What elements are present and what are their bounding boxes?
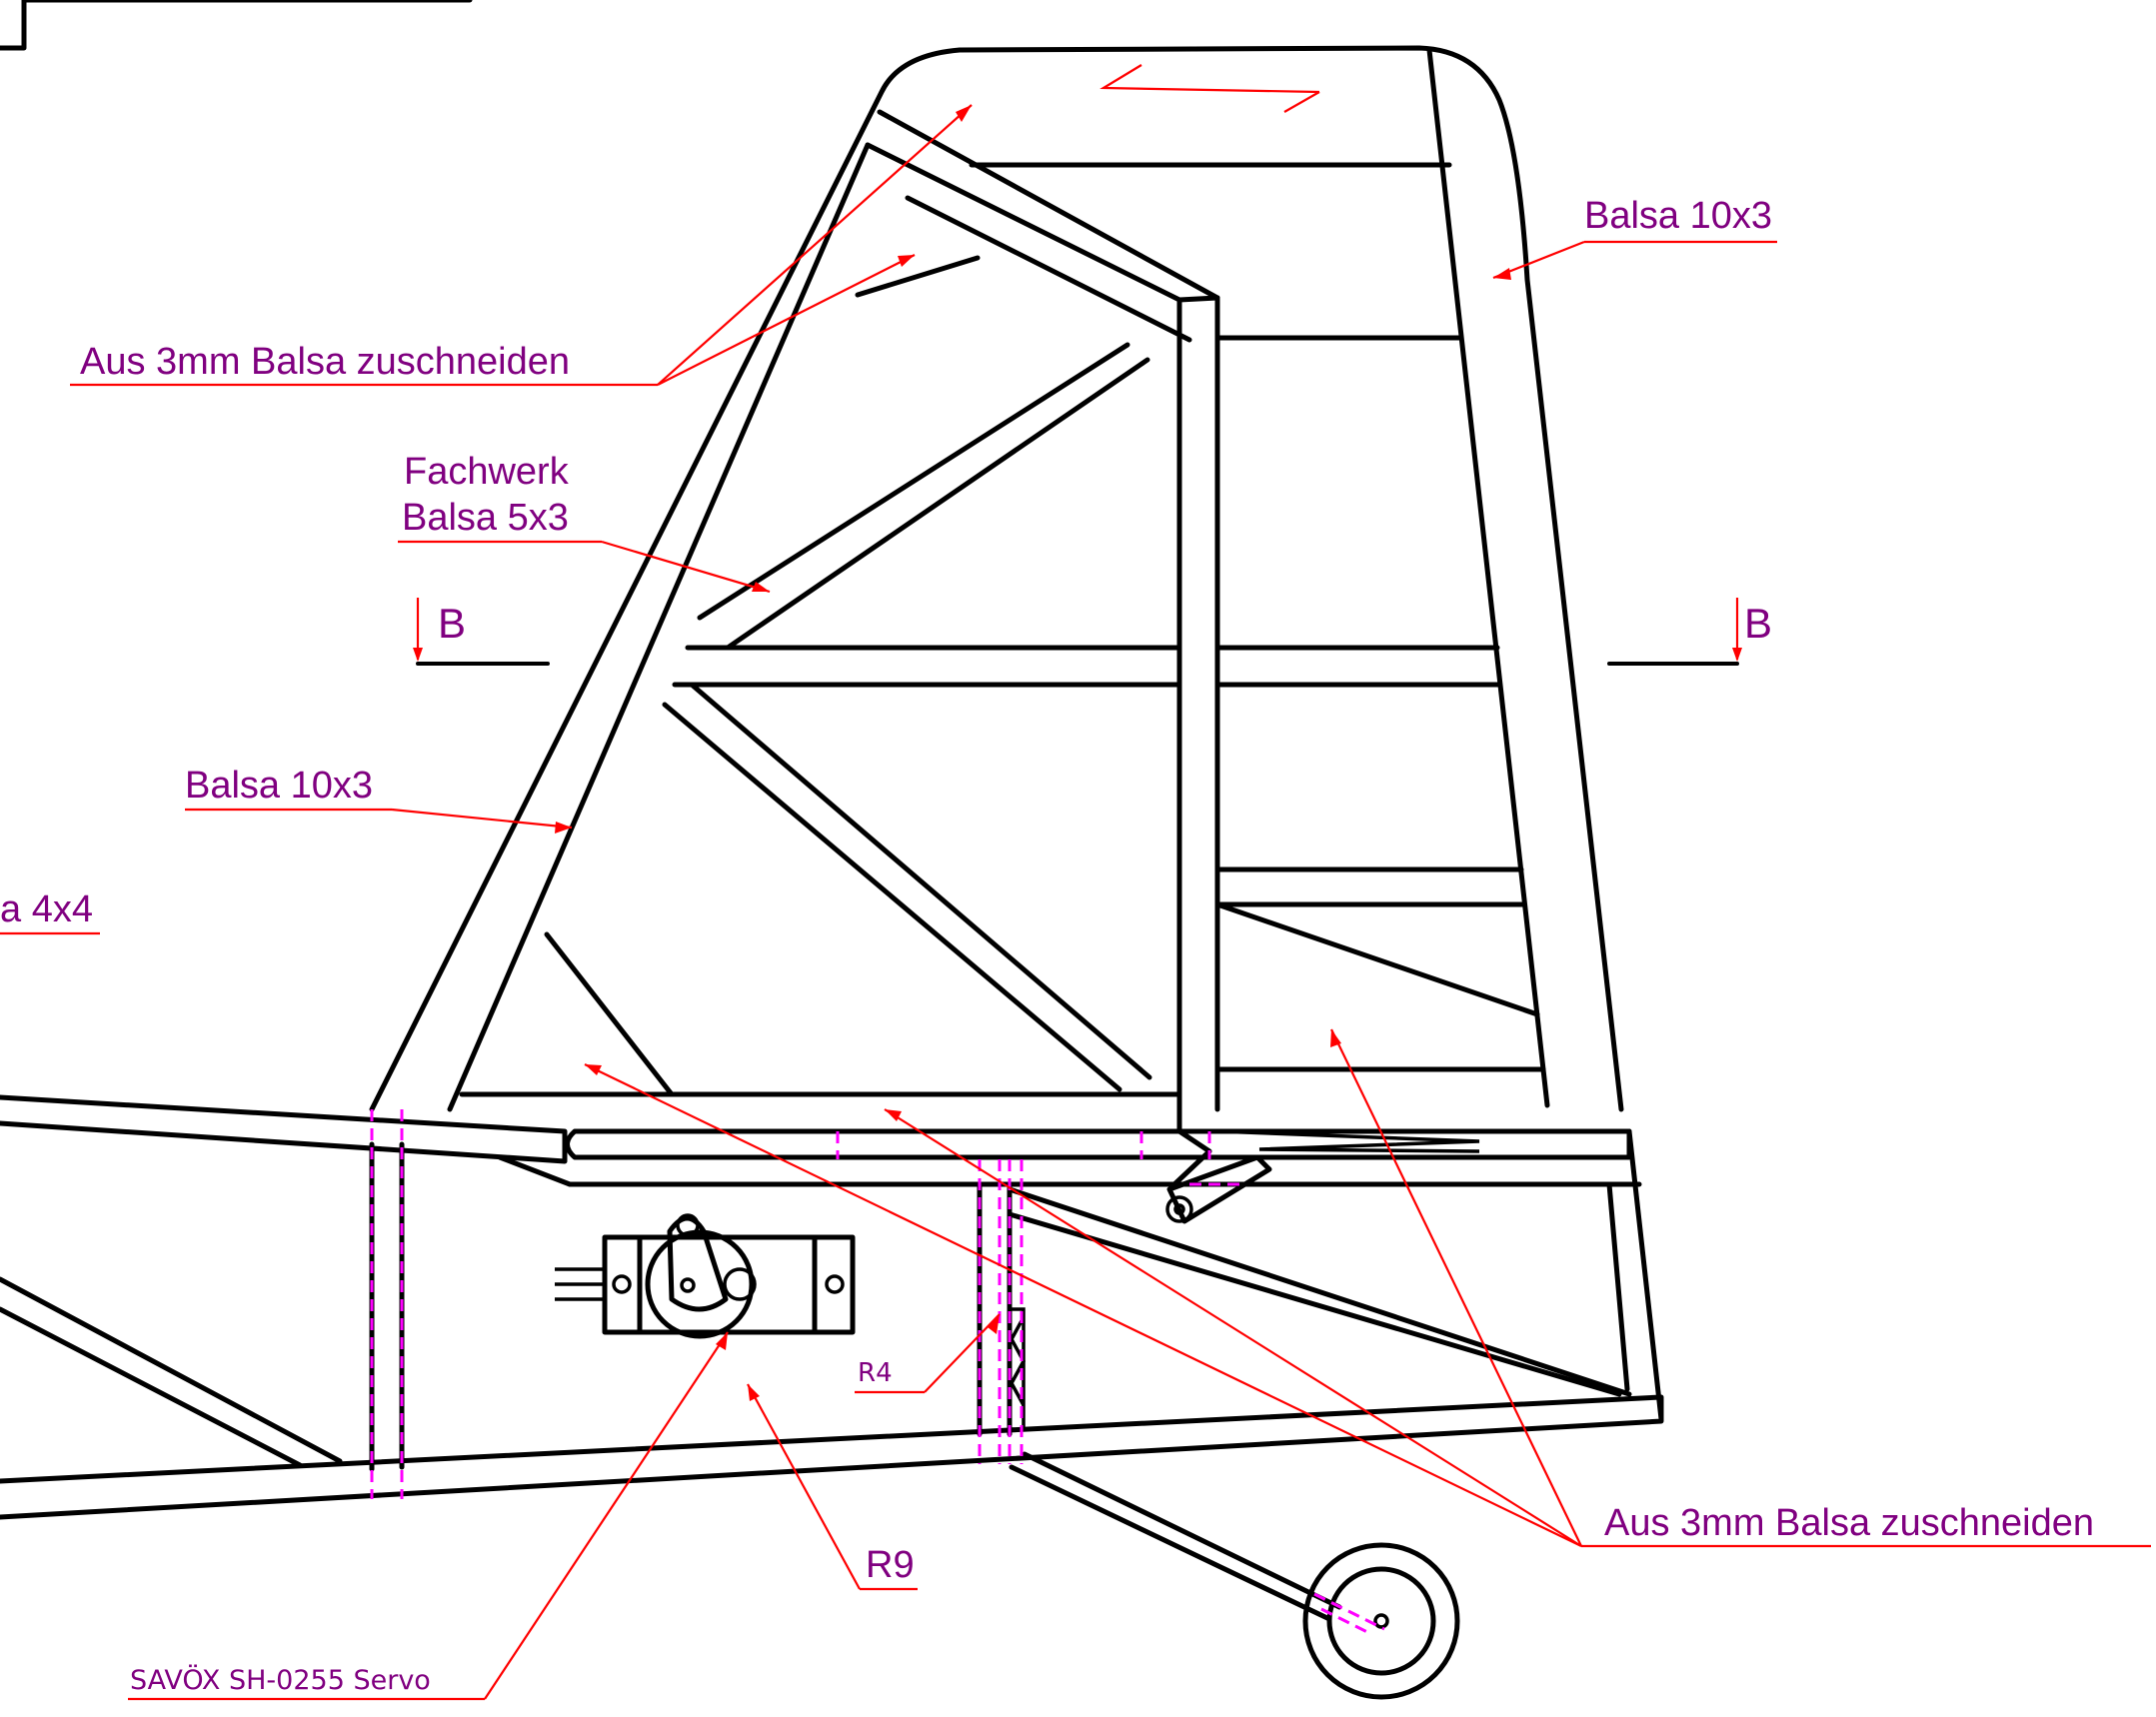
label-fachwerk-line1: Fachwerk bbox=[404, 451, 570, 493]
section-label-right: B bbox=[1744, 600, 1772, 647]
tail-wheel bbox=[1009, 1451, 1460, 1700]
label-servo: SAVÖX SH-0255 Servo bbox=[130, 1664, 431, 1696]
leader-lines bbox=[0, 104, 2151, 1701]
label-top-left-cut: Aus 3mm Balsa zuschneiden bbox=[80, 341, 570, 383]
arrowheads bbox=[555, 105, 1511, 1401]
fachwerk-truss bbox=[459, 335, 1546, 1097]
label-balsa-trailing: Balsa 10x3 bbox=[1584, 195, 1772, 237]
section-mark-right: B bbox=[1607, 598, 1772, 666]
hidden-lines bbox=[370, 1109, 1385, 1636]
fin-outline bbox=[369, 45, 1624, 1112]
tail-wheel-tire bbox=[1302, 1542, 1460, 1700]
annotation-labels: Aus 3mm Balsa zuschneiden Fachwerk Balsa… bbox=[0, 195, 2094, 1696]
label-r9: R9 bbox=[866, 1544, 915, 1586]
label-fachwerk-line2: Balsa 5x3 bbox=[402, 497, 569, 539]
label-balsa-leading: Balsa 10x3 bbox=[185, 765, 373, 807]
section-label-left: B bbox=[438, 600, 466, 647]
rudder-horn bbox=[1165, 1128, 1480, 1224]
deflection-indicator bbox=[1099, 64, 1320, 113]
fuselage-frame bbox=[0, 1091, 1664, 1520]
section-mark-left: B bbox=[413, 598, 550, 666]
servo bbox=[555, 1213, 856, 1339]
label-bottom-right-cut: Aus 3mm Balsa zuschneiden bbox=[1604, 1502, 2094, 1544]
label-balsa-partial: a 4x4 bbox=[0, 888, 93, 930]
title-block-corner bbox=[0, 0, 473, 51]
label-r4: R4 bbox=[858, 1358, 893, 1388]
fin-tip-gusset bbox=[855, 195, 1192, 343]
